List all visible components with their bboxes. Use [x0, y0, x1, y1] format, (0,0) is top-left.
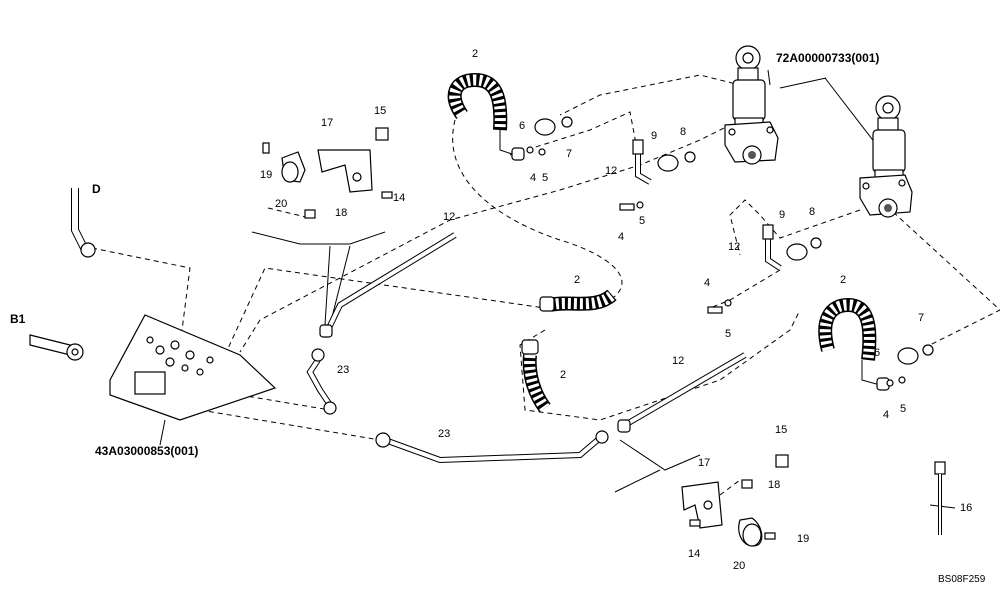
- callout-hose-mid-left: 2: [560, 369, 566, 381]
- callout-hose-top: 2: [472, 48, 478, 60]
- callout-bolt-4-b: 4: [618, 231, 624, 243]
- callout-washer-5-c: 5: [725, 328, 731, 340]
- callout-flange-9-b: 9: [779, 209, 785, 221]
- small-parts: [526, 116, 934, 387]
- callout-pipe-12-b: 12: [605, 165, 617, 177]
- rigid-pipes: [319, 139, 782, 433]
- callout-port-b1: B1: [10, 312, 26, 326]
- callout-oring-8-a: 8: [680, 126, 686, 138]
- callout-bolt-19-a: 19: [260, 169, 272, 181]
- hydraulic-cylinder-2: [859, 95, 913, 218]
- callout-clamp-20-b: 20: [733, 560, 745, 572]
- bracket-group-bottom: [681, 454, 789, 547]
- braided-hose-mid-left: [521, 339, 551, 413]
- callout-hose-right: 2: [840, 274, 846, 286]
- callout-fitting-15-a: 15: [374, 105, 386, 117]
- connection-lines: [91, 74, 1000, 496]
- callout-tie-16: 16: [960, 502, 972, 514]
- callout-pipe-12-d: 12: [672, 355, 684, 367]
- callout-bolt-14-a: 14: [393, 192, 405, 204]
- callout-bolt-14-b: 14: [688, 548, 700, 560]
- callout-bracket-17-a: 17: [321, 117, 333, 129]
- callout-pipe-23-b: 23: [438, 428, 450, 440]
- callout-flange-6-b: 6: [874, 347, 880, 359]
- assembly-label-valve-block: 43A03000853(001): [95, 444, 198, 458]
- callout-pipe-12-a: 12: [443, 211, 455, 223]
- callout-nut-18-a: 18: [335, 207, 347, 219]
- callout-bolt-4-a: 4: [530, 172, 536, 184]
- fitting-d: [71, 188, 96, 258]
- callout-flange-6-a: 6: [519, 120, 525, 132]
- callout-flange-9-a: 9: [651, 130, 657, 142]
- callout-pipe-12-c: 12: [728, 241, 740, 253]
- callout-fitting-15-b: 15: [775, 424, 787, 436]
- callout-washer-5-b: 5: [639, 215, 645, 227]
- callout-clamp-20-a: 20: [275, 198, 287, 210]
- callout-hose-mid-right: 2: [574, 274, 580, 286]
- callout-labels: 2 2 2 2 4 4 4 4 5 5 5 5 6 6 7 7 8 8 9 9 …: [10, 48, 986, 585]
- braided-hose-right: [818, 297, 890, 391]
- callout-oring-7-a: 7: [566, 148, 572, 160]
- hydraulic-cylinder-1: [724, 45, 779, 165]
- fitting-b1: [29, 334, 84, 361]
- assembly-label-cylinder: 72A00000733(001): [776, 51, 879, 65]
- pipe-23-assemblies: [306, 348, 609, 464]
- valve-block: [109, 314, 277, 421]
- braided-hose-top: [447, 72, 525, 161]
- callout-oring-7-b: 7: [918, 312, 924, 324]
- callout-pipe-23-a: 23: [337, 364, 349, 376]
- callout-bracket-17-b: 17: [698, 457, 710, 469]
- callout-oring-8-b: 8: [809, 206, 815, 218]
- callout-bolt-19-b: 19: [797, 533, 809, 545]
- bracket-group-top: [262, 127, 393, 219]
- callout-bolt-4-c: 4: [704, 277, 710, 289]
- braided-hose-mid-right: [539, 289, 617, 312]
- callout-bolt-4-d: 4: [883, 409, 889, 421]
- leader-lines: [159, 69, 956, 509]
- drawing-code: BS08F259: [938, 574, 986, 585]
- callout-port-d: D: [92, 182, 101, 196]
- callout-washer-5-a: 5: [542, 172, 548, 184]
- callout-washer-5-d: 5: [900, 403, 906, 415]
- cable-tie: [934, 461, 946, 535]
- callout-nut-18-b: 18: [768, 479, 780, 491]
